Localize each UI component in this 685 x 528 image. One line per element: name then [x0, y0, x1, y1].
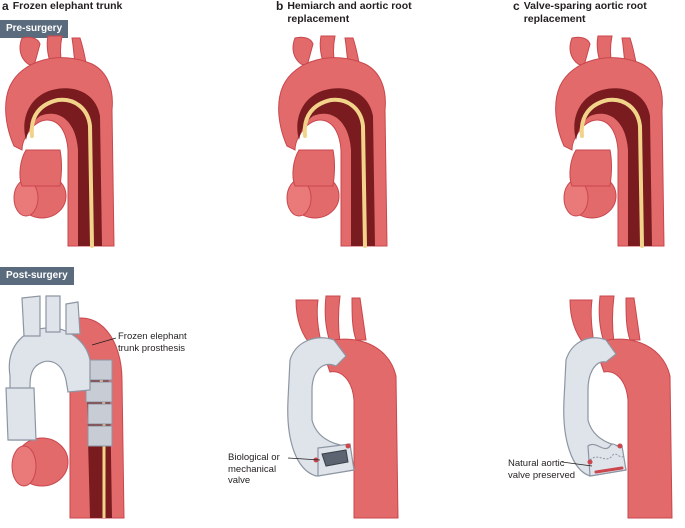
panel-b-pre-aorta	[276, 34, 389, 248]
panel-c-post-illustration	[561, 295, 673, 519]
panel-a-pre-aorta	[3, 34, 116, 248]
valve-label: Biological or mechanical valve	[228, 452, 280, 487]
panel-c-title-line2: replacement	[523, 13, 586, 25]
panel-c-title-line1: Valve-sparing aortic root	[523, 0, 647, 12]
panel-c-letter: c	[513, 0, 520, 13]
fet-prosthesis-label: Frozen elephant trunk prosthesis	[118, 331, 187, 354]
panel-b-post-illustration	[287, 295, 399, 519]
panel-c-pre-aorta	[553, 34, 666, 248]
valve-label-line1: Biological or	[228, 452, 280, 463]
panel-a-letter: a	[2, 0, 9, 13]
panel-a-post-illustration	[5, 295, 125, 519]
post-surgery-badge: Post-surgery	[0, 267, 74, 285]
fet-label-line2: trunk prosthesis	[118, 342, 186, 354]
valve-label-line2: mechanical	[228, 463, 277, 475]
panel-a-title: Frozen elephant trunk	[12, 0, 123, 12]
panel-b-title-line2: replacement	[287, 13, 350, 25]
panel-b-title-line1: Hemiarch and aortic root	[287, 0, 412, 12]
panel-b-letter: b	[276, 0, 284, 13]
natural-label-line1: Natural aortic	[508, 458, 565, 469]
natural-valve-label: Natural aortic valve preserved	[508, 458, 575, 481]
fet-label-line1: Frozen elephant	[118, 331, 187, 342]
pre-surgery-badge: Pre-surgery	[0, 20, 69, 38]
valve-label-line3: valve	[228, 475, 251, 486]
natural-label-line2: valve preserved	[508, 469, 576, 481]
